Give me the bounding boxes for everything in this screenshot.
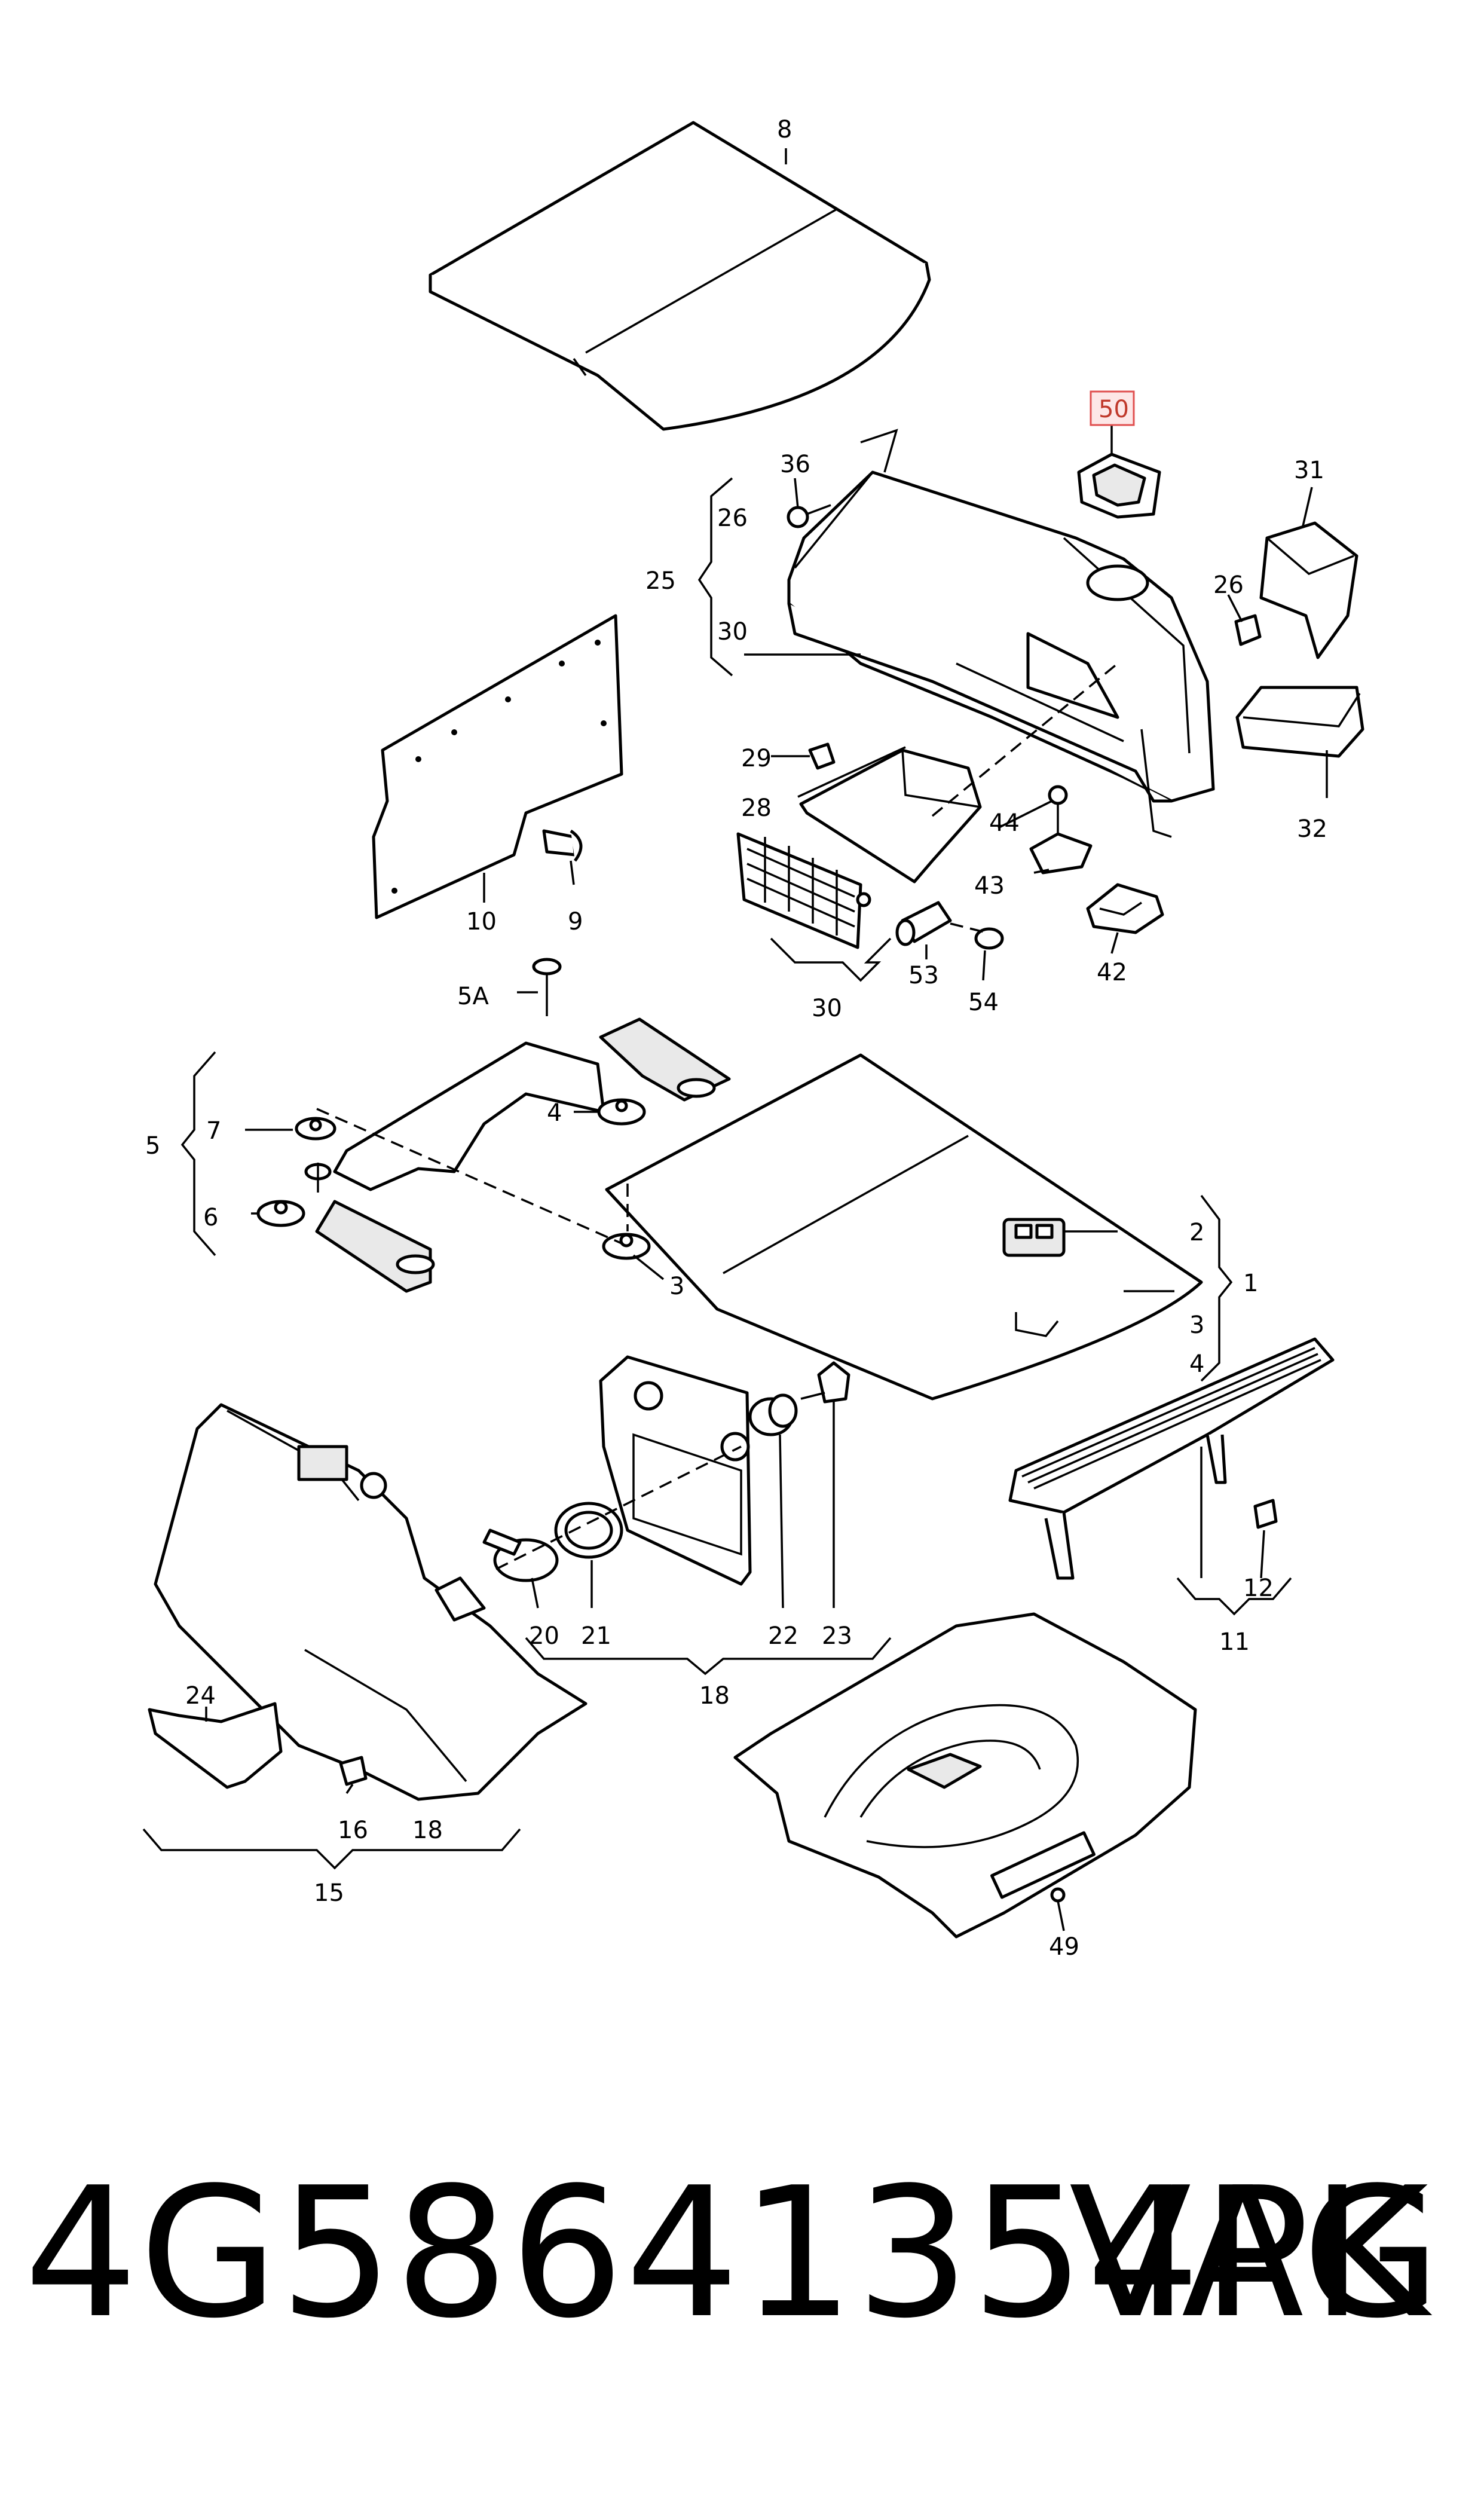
part-24-trim-piece bbox=[148, 1702, 283, 1789]
part-23-pin bbox=[800, 1361, 850, 1404]
part-8-cover-panel bbox=[429, 121, 931, 431]
part-20-wedge bbox=[482, 1528, 559, 1582]
callout-43: 43 bbox=[974, 872, 1005, 900]
callout-12: 12 bbox=[1243, 1575, 1274, 1602]
callout-10: 10 bbox=[466, 908, 497, 936]
part-53-plug bbox=[895, 901, 952, 946]
part-43-washer bbox=[1029, 832, 1093, 875]
parts-diagram: 8 50 31 26 32 36 26 25 30 29 28 44 43 42… bbox=[142, 116, 1364, 1961]
part-5a-push-pin bbox=[532, 958, 562, 1016]
leader-lines bbox=[205, 148, 1328, 1931]
callout-44: 44 bbox=[989, 809, 1020, 837]
part-1-floor-board bbox=[605, 1053, 1203, 1401]
part-6-clip bbox=[256, 1200, 305, 1227]
part-9-clip bbox=[542, 829, 583, 862]
callout-4-right: 4 bbox=[1189, 1350, 1204, 1378]
callout-3-left: 3 bbox=[669, 1273, 684, 1300]
part-30-net bbox=[736, 832, 871, 949]
part-5-floor-panel bbox=[315, 1017, 731, 1293]
callout-23: 23 bbox=[822, 1622, 852, 1650]
callout-7: 7 bbox=[206, 1117, 221, 1145]
callout-4-left: 4 bbox=[547, 1099, 562, 1127]
brand-name: VAG bbox=[1069, 2149, 1442, 2358]
part-26-clip bbox=[1234, 614, 1262, 646]
part-54-cap bbox=[974, 927, 1004, 950]
callout-5: 5 bbox=[145, 1132, 160, 1160]
part-number: 4G58641354PK bbox=[24, 2149, 1430, 2358]
callout-26-right: 26 bbox=[1213, 571, 1244, 599]
highlight-box-50 bbox=[1090, 390, 1135, 426]
assembly-lines bbox=[316, 662, 1119, 1570]
callout-49: 49 bbox=[1049, 1933, 1079, 1961]
callout-36: 36 bbox=[780, 451, 810, 478]
callout-1: 1 bbox=[1243, 1270, 1258, 1297]
part-50-grommet bbox=[1077, 453, 1161, 519]
callout-50: 50 bbox=[1099, 396, 1129, 423]
callout-22: 22 bbox=[768, 1622, 798, 1650]
part-36-screw bbox=[787, 504, 831, 528]
callout-11: 11 bbox=[1219, 1628, 1250, 1656]
part-32-box bbox=[1235, 686, 1364, 758]
callout-30-bottom: 30 bbox=[812, 995, 842, 1022]
part-29-clip bbox=[808, 742, 836, 770]
callout-32: 32 bbox=[1297, 815, 1327, 843]
part-10-insulation-mat bbox=[372, 614, 623, 919]
part-18-holder bbox=[599, 1355, 752, 1586]
part-3-washer bbox=[602, 1233, 651, 1260]
group-braces bbox=[142, 477, 1292, 1870]
callout-28: 28 bbox=[741, 794, 772, 822]
callout-54: 54 bbox=[968, 989, 999, 1016]
callout-15: 15 bbox=[314, 1879, 344, 1907]
callout-25: 25 bbox=[645, 567, 676, 595]
callout-31: 31 bbox=[1294, 457, 1324, 484]
callout-16: 16 bbox=[338, 1817, 368, 1844]
callout-20: 20 bbox=[529, 1622, 559, 1650]
part-49-spare-wheel-well bbox=[733, 1612, 1197, 1939]
part-7-clip bbox=[295, 1117, 336, 1141]
part-44-bolt bbox=[1048, 785, 1068, 834]
part-15-side-trim bbox=[154, 1403, 588, 1801]
part-4-washer bbox=[597, 1098, 646, 1126]
callout-2: 2 bbox=[1189, 1219, 1204, 1246]
part-16-clip bbox=[339, 1756, 368, 1786]
part-31-cover bbox=[1259, 521, 1358, 659]
part-25-rear-panel-trim bbox=[787, 429, 1215, 838]
part-11-sill-trim bbox=[1008, 1337, 1335, 1580]
part-22-bushing bbox=[748, 1393, 798, 1436]
part-21-ring bbox=[554, 1502, 623, 1559]
part-42-bracket bbox=[1086, 883, 1164, 934]
callout-6: 6 bbox=[203, 1204, 218, 1231]
callout-9: 9 bbox=[568, 908, 583, 936]
callout-42: 42 bbox=[1097, 959, 1127, 986]
part-28-tray bbox=[799, 748, 982, 883]
callout-18-left: 18 bbox=[412, 1817, 443, 1844]
callout-3-right: 3 bbox=[1189, 1312, 1204, 1339]
callout-21: 21 bbox=[581, 1622, 611, 1650]
callout-24: 24 bbox=[185, 1682, 216, 1710]
footer: 4G58641354PK VAG bbox=[0, 2164, 1484, 2343]
fastener-joint bbox=[304, 1163, 332, 1193]
callout-8: 8 bbox=[777, 116, 792, 143]
callout-53: 53 bbox=[908, 962, 939, 989]
callout-29: 29 bbox=[741, 745, 772, 772]
callout-18-center: 18 bbox=[699, 1682, 730, 1710]
callout-5a: 5A bbox=[457, 983, 489, 1010]
callout-26-left: 26 bbox=[717, 505, 748, 532]
callout-labels: 8 50 31 26 32 36 26 25 30 29 28 44 43 42… bbox=[145, 116, 1327, 1961]
callout-30-top: 30 bbox=[717, 618, 748, 646]
part-12-clip bbox=[1253, 1499, 1278, 1529]
